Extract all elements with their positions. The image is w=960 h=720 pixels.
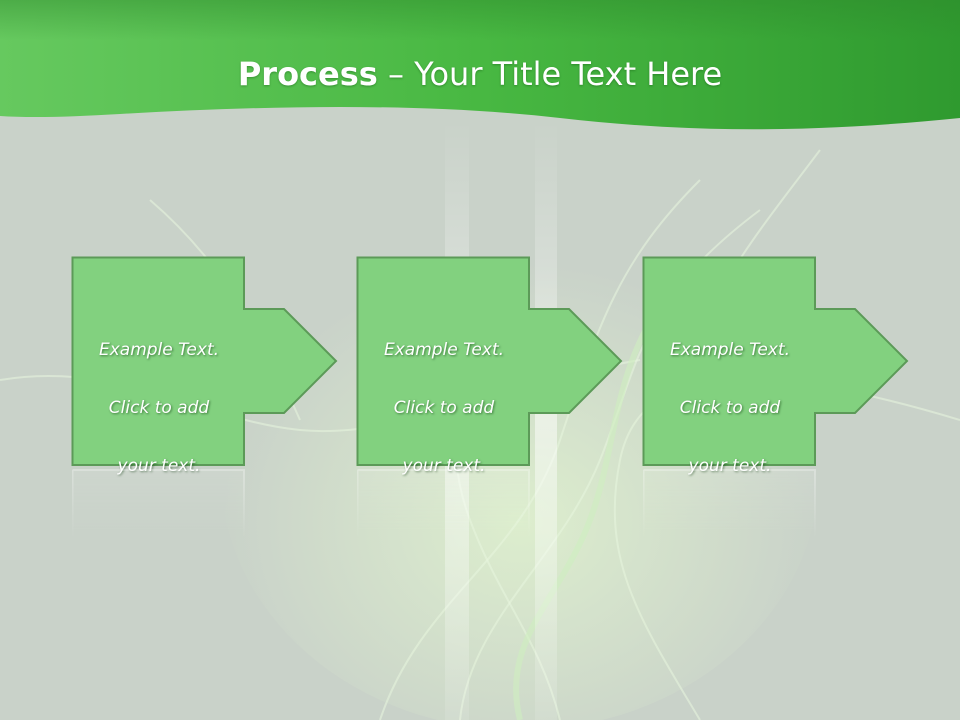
step-text-line-1: Example Text. — [98, 340, 220, 360]
step-text-line-2: Click to add — [679, 398, 781, 418]
step-text[interactable]: Example Text. Click to add your text. — [645, 307, 815, 481]
arrow-box-shape — [642, 256, 909, 466]
slide-title[interactable]: Process – Your Title Text Here — [0, 52, 960, 96]
arrow-box-shape — [71, 256, 338, 466]
step-reflection — [72, 469, 245, 538]
process-step-3[interactable]: Example Text. Click to add your text. — [642, 256, 960, 476]
title-text: Your Title Text Here — [414, 55, 723, 93]
title-separator: – — [377, 55, 415, 93]
step-text[interactable]: Example Text. Click to add your text. — [74, 307, 244, 481]
title-bold: Process — [237, 55, 378, 93]
step-text[interactable]: Example Text. Click to add your text. — [359, 307, 529, 481]
step-reflection — [643, 469, 816, 538]
process-step-1[interactable]: Example Text. Click to add your text. — [71, 256, 412, 476]
step-text-line-2: Click to add — [393, 398, 495, 418]
step-reflection — [357, 469, 530, 538]
arrow-box-shape — [356, 256, 623, 466]
step-text-line-1: Example Text. — [383, 340, 505, 360]
step-text-line-2: Click to add — [108, 398, 210, 418]
step-text-line-1: Example Text. — [669, 340, 791, 360]
